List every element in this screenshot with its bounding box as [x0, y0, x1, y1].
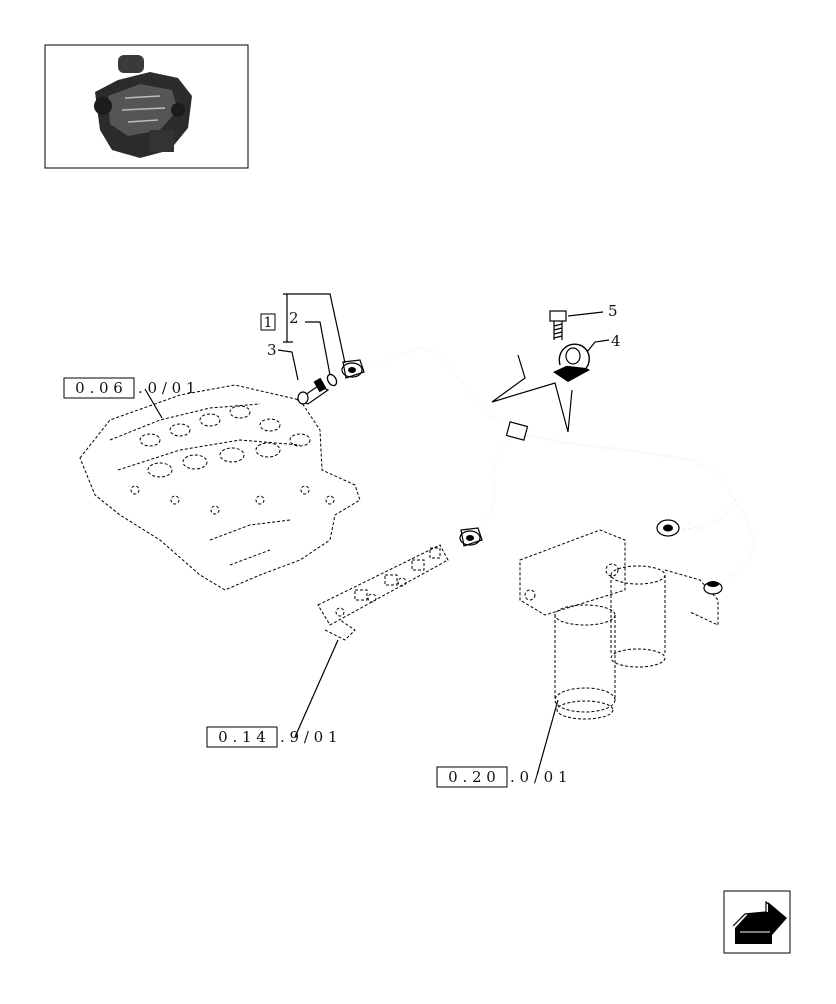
part-label-3[interactable]: 3 [267, 341, 277, 359]
leader-lines [144, 293, 610, 776]
svg-text:0 . 1 4: 0 . 1 4 [218, 728, 266, 746]
part-3-connector[interactable] [296, 377, 330, 405]
svg-text:0 . 0 6: 0 . 0 6 [75, 379, 123, 397]
svg-text:. 0 / 0 1: . 0 / 0 1 [138, 379, 196, 397]
svg-text:1: 1 [264, 315, 273, 331]
engine-thumbnail-icon [94, 55, 192, 158]
svg-text:. 9 / 0 1: . 9 / 0 1 [280, 728, 338, 746]
part-label-4[interactable]: 4 [611, 332, 621, 350]
part-label-kit[interactable]: 1 [260, 313, 276, 331]
next-page-arrow-icon [732, 900, 787, 944]
callout-ref-0-14[interactable]: 0 . 1 4 . 9 / 0 1 [206, 726, 338, 748]
engine-head-dashed [79, 384, 361, 591]
engine-thumbnail[interactable] [44, 44, 249, 169]
banjo-fitting [656, 519, 680, 537]
part-label-5[interactable]: 5 [608, 302, 618, 320]
callout-ref-0-06[interactable]: 0 . 0 6 . 0 / 0 1 [63, 377, 196, 399]
fuel-filter-dashed [519, 529, 719, 720]
next-page-button[interactable] [723, 890, 791, 954]
injector-rail-dashed [317, 544, 449, 641]
callout-ref-0-20[interactable]: 0 . 2 0 . 0 / 0 1 [436, 766, 568, 788]
svg-text:. 0 / 0 1: . 0 / 0 1 [510, 768, 568, 786]
svg-text:0 . 2 0: 0 . 2 0 [448, 768, 496, 786]
part-4-clamp[interactable] [553, 343, 590, 382]
banjo-fitting [341, 359, 365, 379]
fuel-return-pipe[interactable] [341, 347, 756, 595]
part-2-washer[interactable] [326, 373, 339, 387]
part-5-bolt[interactable] [549, 310, 567, 340]
banjo-fitting [459, 527, 483, 547]
pipe-end-nut [703, 581, 723, 595]
part-label-2[interactable]: 2 [289, 309, 299, 327]
